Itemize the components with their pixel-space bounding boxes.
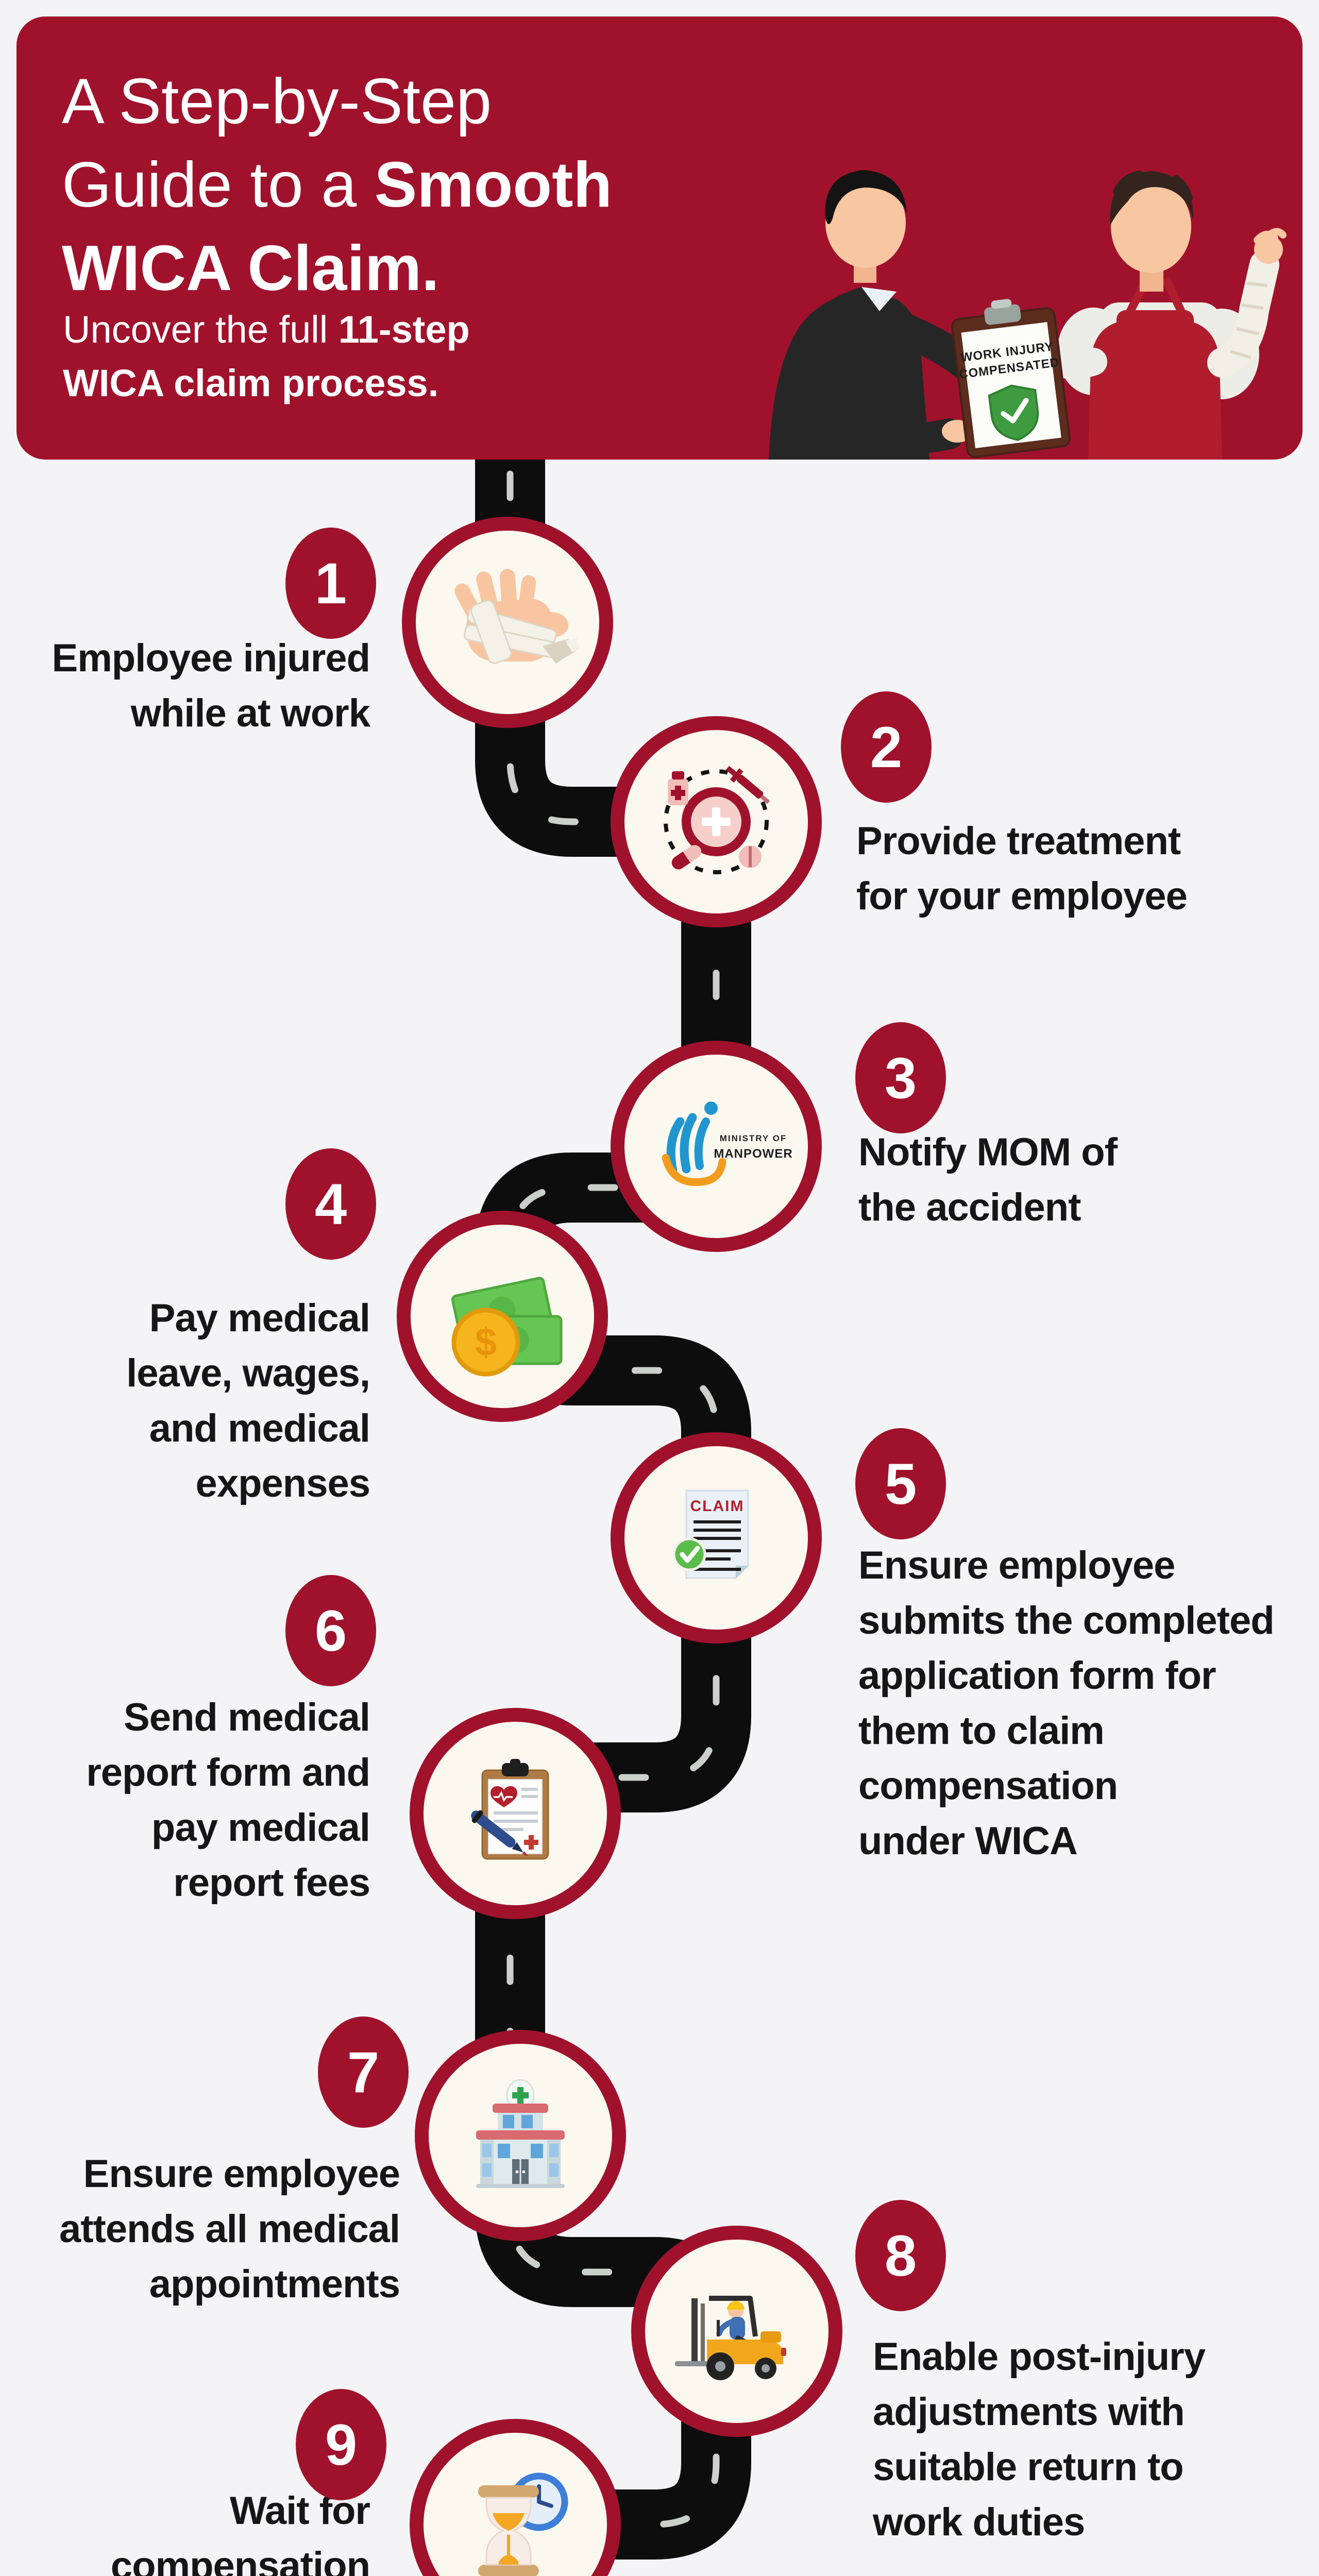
hourglass-clock-icon <box>478 2472 568 2576</box>
step-text-line: pay medical <box>151 1806 370 1850</box>
step-4-description: Pay medical leave, wages, and medical expen… <box>126 1291 370 1511</box>
step-3-number-badge: 3 <box>855 1022 946 1133</box>
mom-logo-text-line1: MINISTRY OF <box>720 1133 787 1143</box>
step-text-line: and medical <box>149 1406 370 1450</box>
claim-form-icon: CLAIM <box>672 1489 749 1579</box>
step-text-line: adjustments with <box>873 2390 1185 2434</box>
step-text-line: Send medical <box>124 1696 370 1739</box>
step-number: 8 <box>884 2223 917 2288</box>
step-7-number-badge: 7 <box>318 2016 409 2128</box>
header-banner: A Step-by-Step Guide to a Smooth WICA Cl… <box>16 16 1303 460</box>
page-subtitle: Uncover the full 11-step WICA claim proc… <box>63 303 470 410</box>
step-number: 2 <box>870 715 903 779</box>
step-5-description: Ensure employee submits the completed appl… <box>858 1538 1275 1869</box>
step-5-icon-circle: CLAIM <box>611 1432 822 1643</box>
step-number: 7 <box>347 2040 380 2105</box>
step-text-line: submits the completed <box>858 1599 1275 1642</box>
header-illustration: WORK INJURY COMPENSATED <box>769 170 1287 460</box>
step-text-line: compensation <box>110 2544 370 2576</box>
medical-report-icon <box>471 1759 549 1860</box>
step-text-line: attends all medical <box>59 2207 400 2251</box>
mom-logo-icon: MINISTRY OF MANPOWER <box>662 1101 792 1186</box>
step-number: 5 <box>884 1451 917 1516</box>
step-2-description: Provide treatment for your employee <box>856 814 1188 924</box>
mom-logo-text-line2: MANPOWER <box>714 1147 792 1161</box>
step-number: 4 <box>314 1172 347 1236</box>
step-text-line: expenses <box>195 1462 370 1505</box>
step-number: 1 <box>314 551 347 616</box>
step-4-number-badge: 4 <box>285 1148 376 1260</box>
step-2-icon-circle <box>611 716 822 927</box>
title-line-2: Guide to a <box>62 149 375 221</box>
subtitle-line-1: Uncover the full <box>63 308 339 351</box>
step-1-number-badge: 1 <box>285 528 376 639</box>
step-7-icon-circle <box>415 2030 626 2241</box>
first-aid-icon <box>664 766 770 874</box>
subtitle-line-2-bold: WICA claim process. <box>63 362 439 404</box>
step-4-icon-circle: $ <box>397 1211 608 1422</box>
step-6-icon-circle <box>410 1708 621 1919</box>
step-1-description: Employee injured while at work <box>52 631 370 741</box>
step-text-line: Provide treatment <box>856 819 1181 863</box>
hospital-icon <box>476 2079 565 2188</box>
step-3-icon-circle: MINISTRY OF MANPOWER <box>611 1041 822 1252</box>
step-text-line: compensation <box>858 1764 1118 1808</box>
step-text-line: report fees <box>173 1861 370 1905</box>
step-number: 6 <box>314 1598 347 1663</box>
step-8-description: Enable post-injury adjustments with suitab… <box>873 2329 1206 2550</box>
step-3-description: Notify MOM of the accident <box>858 1125 1118 1235</box>
step-2-number-badge: 2 <box>841 691 932 803</box>
step-text-line: appointments <box>149 2262 400 2306</box>
step-text-line: application form for <box>858 1654 1216 1698</box>
injured-hand-icon <box>454 569 580 664</box>
step-number: 3 <box>884 1045 917 1110</box>
money-icon: $ <box>451 1277 563 1377</box>
step-8-number-badge: 8 <box>855 2200 946 2311</box>
step-text-line: Employee injured <box>52 636 370 680</box>
step-text-line: Ensure employee <box>858 1544 1175 1587</box>
step-text-line: leave, wages, <box>126 1351 370 1395</box>
step-text-line: while at work <box>130 691 370 735</box>
step-6-number-badge: 6 <box>285 1575 376 1686</box>
step-text-line: Enable post-injury <box>873 2335 1206 2379</box>
subtitle-line-1-bold: 11-step <box>338 308 470 351</box>
step-5-number-badge: 5 <box>855 1428 946 1539</box>
step-text-line: the accident <box>858 1185 1081 1229</box>
step-text-line: them to claim <box>858 1709 1105 1753</box>
step-6-description: Send medical report form and pay medical re… <box>86 1690 370 1910</box>
step-text-line: work duties <box>873 2500 1085 2544</box>
page-title: A Step-by-Step Guide to a Smooth WICA Cl… <box>62 60 612 310</box>
title-line-1: A Step-by-Step <box>62 66 492 137</box>
step-text-line: Pay medical <box>149 1296 370 1340</box>
step-text-line: Notify MOM of <box>858 1130 1118 1174</box>
coin-dollar-glyph: $ <box>475 1320 497 1364</box>
step-text-line: under WICA <box>858 1819 1078 1863</box>
step-text-line: Ensure employee <box>83 2152 400 2196</box>
claim-title-text: CLAIM <box>690 1498 745 1515</box>
step-7-description: Ensure employee attends all medical appoin… <box>59 2146 400 2312</box>
step-text-line: suitable return to <box>873 2445 1184 2489</box>
step-text-line: report form and <box>86 1751 370 1794</box>
step-8-icon-circle <box>631 2226 842 2437</box>
step-9-number-badge: 9 <box>296 2389 386 2500</box>
step-1-icon-circle <box>402 517 613 728</box>
forklift-icon <box>675 2296 786 2380</box>
title-line-3-bold: WICA Claim. <box>62 233 439 304</box>
step-text-line: for your employee <box>856 874 1188 918</box>
step-number: 9 <box>325 2412 358 2477</box>
title-line-2-bold: Smooth <box>374 149 613 221</box>
